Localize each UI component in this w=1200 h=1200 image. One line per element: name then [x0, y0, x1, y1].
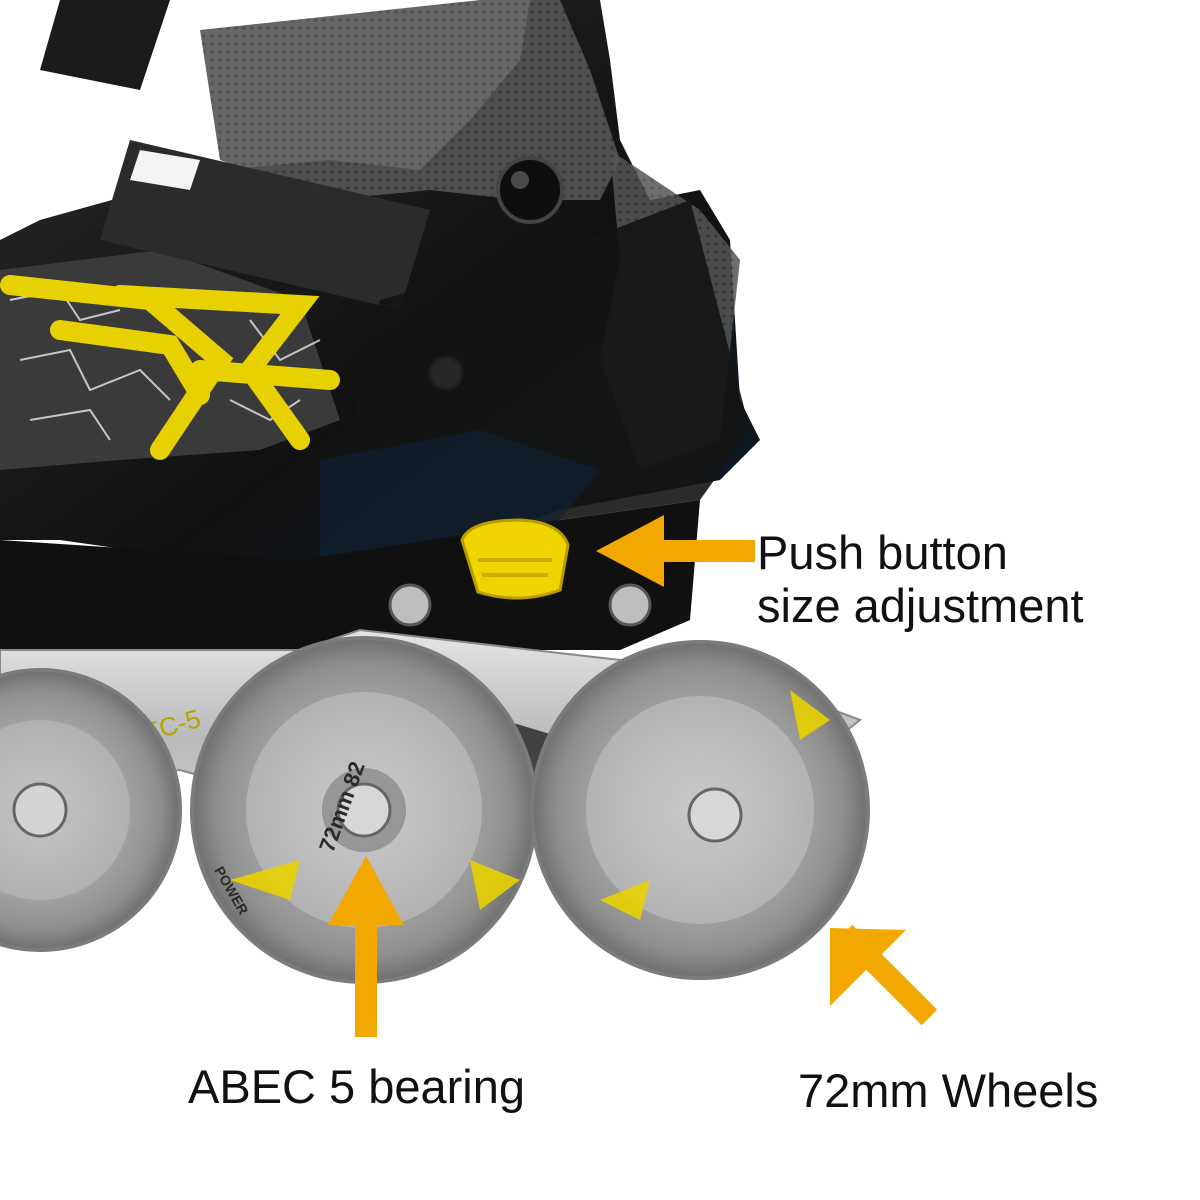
bearing-callout: ABEC 5 bearing [188, 1060, 526, 1113]
boot-upper [0, 0, 760, 560]
wheel-rear [0, 668, 182, 952]
push-button-callout: Push button size adjustment [757, 526, 1084, 632]
wheel-front [530, 640, 870, 980]
push-button-callout-line1: Push button [757, 526, 1008, 579]
push-button-callout-line2: size adjustment [757, 579, 1084, 633]
arrow-push-button [596, 515, 755, 587]
size-adjust-button [460, 518, 570, 600]
arrow-wheels [830, 924, 938, 1026]
wheels-callout: 72mm Wheels [798, 1064, 1099, 1117]
arrow-bearing [328, 856, 404, 1037]
wheel-middle: 72mm 82 POWER [190, 636, 538, 984]
